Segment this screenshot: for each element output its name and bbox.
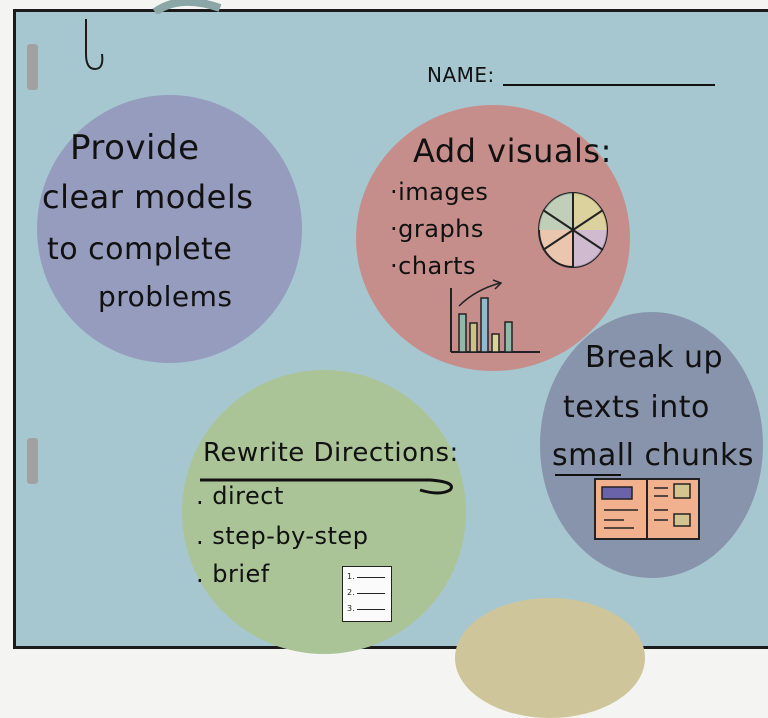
bubble-bottom-partial (455, 598, 645, 718)
visuals-item-1: ·images (390, 178, 489, 206)
models-line-3: to complete (47, 232, 233, 267)
checklist-line (357, 609, 385, 610)
directions-item-2: . step-by-step (196, 522, 369, 550)
chunks-line-2: texts into (563, 390, 710, 425)
binder-hole-top (27, 44, 38, 90)
binder-hole-bottom (27, 438, 38, 484)
bubble-models (37, 95, 302, 363)
visuals-item-3: ·charts (390, 252, 477, 280)
models-line-2: clear models (42, 178, 254, 216)
checklist-line (357, 593, 385, 594)
models-line-4: problems (98, 280, 233, 313)
checklist-icon: 1. 2. 3. (342, 566, 392, 622)
clip-icon (152, 0, 222, 14)
bar-graph-icon (450, 279, 540, 353)
models-line-1: Provide (70, 128, 200, 168)
pie-chart-icon (538, 192, 608, 268)
directions-title: Rewrite Directions: (203, 438, 459, 468)
name-line[interactable] (503, 84, 715, 86)
directions-item-1: . direct (196, 482, 284, 510)
checklist-number-2: 2. (347, 588, 355, 597)
directions-underline-swoosh (200, 478, 453, 495)
small-underline (555, 474, 621, 476)
chunks-line-1: Break up (585, 340, 724, 375)
directions-item-3: . brief (196, 560, 270, 588)
visuals-item-2: ·graphs (390, 215, 484, 243)
hook-icon (85, 19, 104, 71)
chunks-line-3: small chunks (552, 438, 754, 473)
checklist-number-3: 3. (347, 604, 355, 613)
open-book-icon (594, 478, 700, 540)
name-label: NAME: (427, 63, 495, 87)
checklist-line (357, 577, 385, 578)
visuals-title: Add visuals: (413, 132, 612, 170)
bubble-directions (182, 370, 466, 654)
checklist-number-1: 1. (347, 572, 355, 581)
